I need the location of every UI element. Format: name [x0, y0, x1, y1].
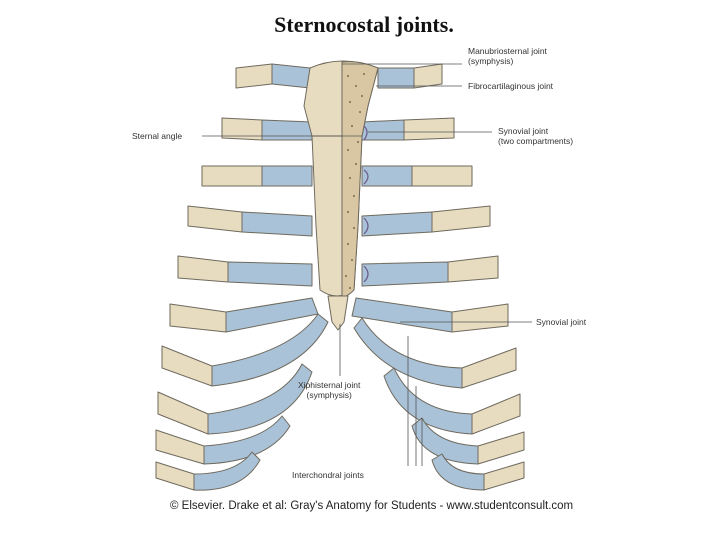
label-synovial-joint-two-compartments: Synovial joint (two compartments) [498, 126, 574, 146]
label-sternal-angle: Sternal angle [132, 131, 183, 141]
label-synovial-joint: Synovial joint [536, 317, 587, 327]
rib-1-left [235, 63, 273, 89]
cartilage-7-left [211, 313, 329, 387]
page-title: Sternocostal joints. [274, 12, 454, 37]
cartilage-3-left [261, 165, 313, 187]
rib-9-left [155, 429, 205, 465]
rib-8-left [157, 391, 209, 435]
cartilage-2-left [261, 119, 313, 141]
cartilage-5-left [227, 261, 313, 287]
rib-3-right [411, 165, 473, 187]
rib-cage-illustration: Manubriosternal joint (symphysis) Fibroc… [132, 46, 592, 516]
rib-cage-drawing [155, 60, 532, 491]
rib-2-right [403, 117, 455, 141]
label-manubriosternal-joint: Manubriosternal joint (symphysis) [468, 46, 547, 66]
cartilage-6-left [225, 297, 319, 333]
leader-lines [202, 63, 532, 466]
label-interchondral-joints: Interchondral joints [292, 470, 364, 480]
rib-10-left [155, 461, 195, 491]
rib-5-right [447, 255, 499, 283]
cartilage-5-right [361, 261, 449, 287]
cartilage-1-right [377, 67, 415, 89]
cartilage-4-left [241, 211, 313, 237]
rib-7-left [161, 345, 213, 387]
rib-1-right [413, 63, 443, 89]
rib-5-left [177, 255, 229, 283]
cartilage-2-right [361, 119, 405, 141]
rib-6-right [451, 303, 509, 333]
cartilage-1-left [271, 63, 311, 89]
rib-7-right [461, 347, 517, 389]
rib-10-right [483, 461, 525, 491]
rib-2-left [221, 117, 263, 141]
rib-3-left [201, 165, 263, 187]
rib-6-left [169, 303, 227, 333]
joint-outlines [363, 125, 369, 283]
cartilage-4-right [361, 211, 433, 237]
rib-4-left [187, 205, 243, 233]
cartilage-8-left [207, 363, 313, 435]
xiphoid-process [327, 295, 349, 331]
cartilage-3-right [361, 165, 413, 187]
label-xiphisternal-joint: Xiphisternal joint (symphysis) [298, 380, 361, 400]
rib-4-right [431, 205, 491, 233]
copyright-notice: © Elsevier. Drake et al: Gray's Anatomy … [170, 500, 574, 512]
rib-9-right [477, 431, 525, 465]
label-fibrocartilaginous-joint: Fibrocartilaginous joint [468, 81, 554, 91]
cartilage-10-left [193, 451, 261, 491]
sternum-stipple [345, 73, 365, 289]
cartilage-9-left [203, 415, 291, 465]
rib-8-right [471, 393, 521, 435]
